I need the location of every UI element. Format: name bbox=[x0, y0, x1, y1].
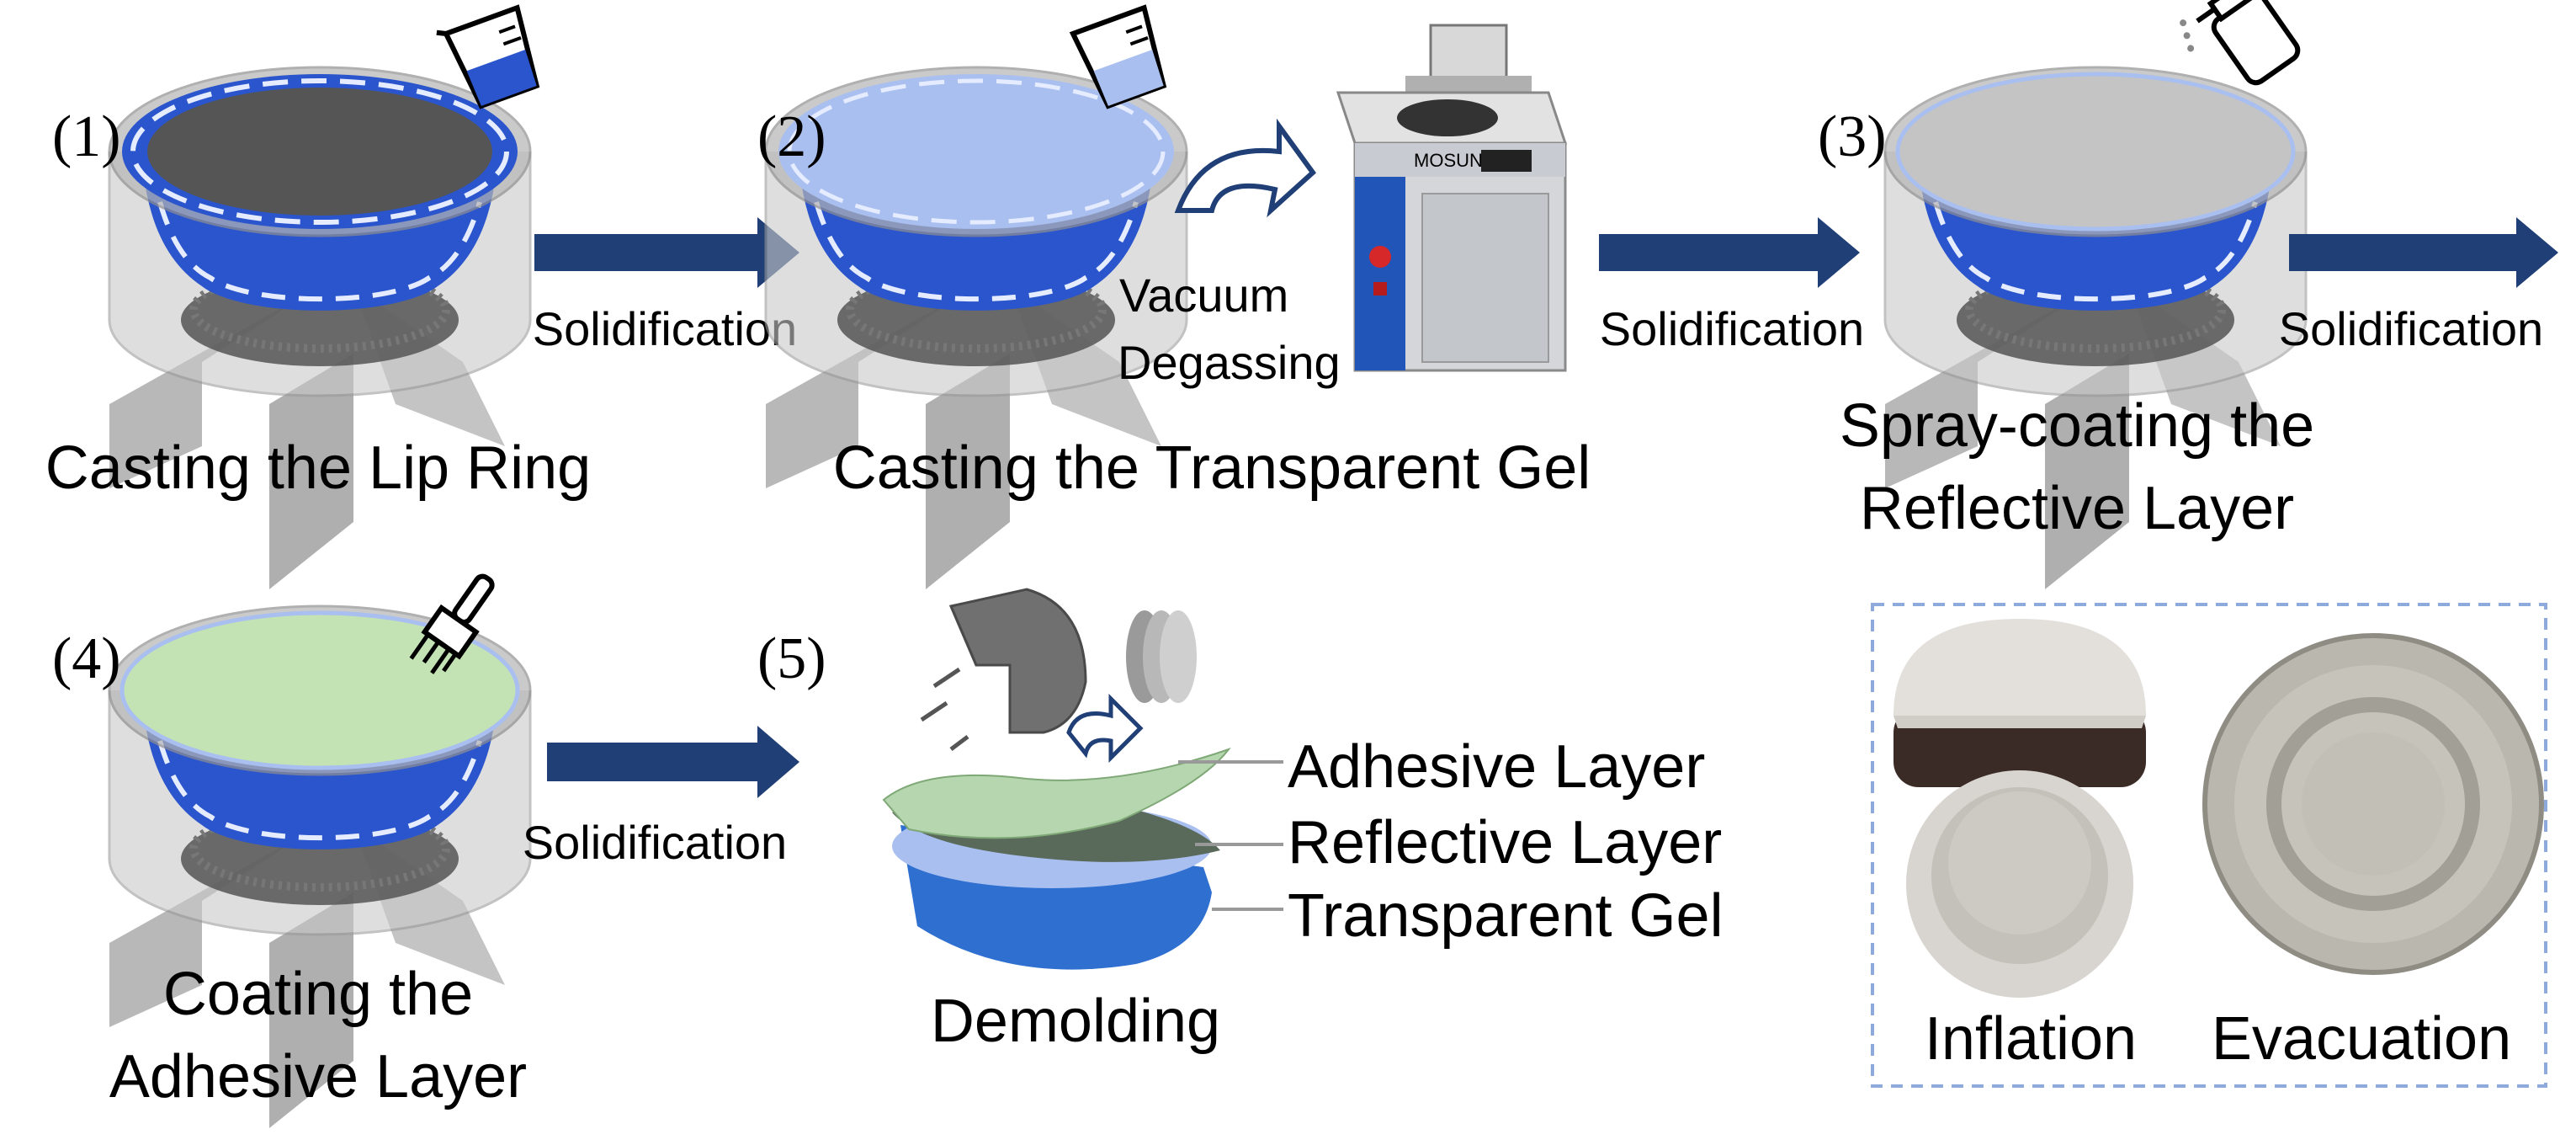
layer-label-transparent-gel: Transparent Gel bbox=[1288, 882, 1724, 950]
degassing-label: Degassing bbox=[1118, 336, 1341, 389]
curved-arrow-icon bbox=[1174, 118, 1317, 218]
vacuum-label: Vacuum bbox=[1119, 269, 1288, 322]
mold-part-clamp bbox=[948, 588, 1087, 734]
arrow-solidification-2: Solidification bbox=[1599, 217, 1864, 355]
result-label-inflation: Inflation bbox=[1925, 1005, 2137, 1073]
mold-part-ring bbox=[1126, 610, 1197, 703]
step-caption-line1: Spray-coating the bbox=[1840, 392, 2314, 460]
step-4-coating-adhesive-layer: (4) Coating the Adhesive Layer bbox=[52, 573, 530, 1128]
vacuum-degassing-machine: MOSUN bbox=[1336, 24, 1568, 372]
evacuated-sample bbox=[2202, 633, 2544, 975]
inflated-sample bbox=[1893, 619, 2146, 787]
step-3-spray-coating-reflective-layer: (3) Spray-coating the Reflective Layer bbox=[1818, 0, 2314, 589]
step-caption-line1: Coating the bbox=[163, 961, 473, 1028]
step-caption: Casting the Transparent Gel bbox=[833, 434, 1591, 502]
results-panel: Inflation Evacuation bbox=[1871, 603, 2547, 1088]
arrow-solidification-1: Solidification bbox=[533, 217, 799, 355]
step-1-casting-lip-ring: (1) Casting the Lip Ring bbox=[45, 4, 591, 589]
pouring-beaker-icon bbox=[1069, 4, 1167, 109]
arrow-label: Solidification bbox=[2279, 302, 2543, 355]
results-frame bbox=[1871, 603, 2547, 1088]
step-caption-line2: Adhesive Layer bbox=[109, 1043, 527, 1110]
machine-brand-label: MOSUN bbox=[1414, 150, 1483, 171]
result-label-evacuation: Evacuation bbox=[2212, 1005, 2511, 1073]
arrow-solidification-4: Solidification bbox=[523, 726, 799, 869]
step-5-demolding: (5) Adhesive Layer Reflective Layer bbox=[757, 588, 1724, 1055]
adhesive-layer-sheet bbox=[882, 747, 1231, 839]
arrow-label: Solidification bbox=[523, 816, 787, 869]
step-caption: Demolding bbox=[931, 988, 1220, 1055]
pouring-beaker-icon bbox=[436, 4, 540, 109]
step-number: (3) bbox=[1818, 104, 1887, 169]
paint-brush-icon bbox=[409, 573, 495, 674]
arrow-solidification-3: Solidification bbox=[2279, 217, 2558, 355]
arrow-label: Solidification bbox=[1600, 302, 1864, 355]
layer-label-reflective: Reflective Layer bbox=[1288, 809, 1722, 876]
spray-bottle-icon bbox=[2180, 0, 2301, 86]
step-number: (4) bbox=[52, 626, 121, 691]
curved-arrow-icon bbox=[1066, 693, 1144, 764]
step-caption-line2: Reflective Layer bbox=[1860, 475, 2294, 542]
arrow-label: Solidification bbox=[533, 302, 797, 355]
layer-label-adhesive: Adhesive Layer bbox=[1288, 733, 1705, 801]
step-caption: Casting the Lip Ring bbox=[45, 434, 591, 502]
screws-icon bbox=[920, 667, 969, 751]
inflated-sample-bottom bbox=[1906, 770, 2133, 998]
step-2-casting-transparent-gel: (2) Casting the Transparent Gel bbox=[757, 4, 1591, 589]
step-number: (5) bbox=[757, 626, 826, 691]
step-number: (2) bbox=[757, 104, 826, 169]
step-number: (1) bbox=[52, 104, 121, 169]
